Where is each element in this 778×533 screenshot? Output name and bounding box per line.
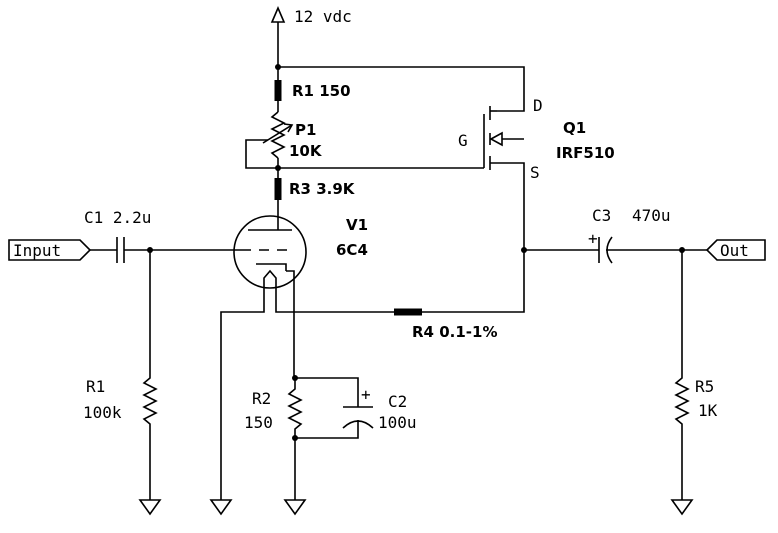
- heater-lead-right: [275, 288, 394, 313]
- c2-value-label: 100u: [378, 413, 417, 432]
- supply-label: 12 vdc: [294, 7, 352, 26]
- q1-gate-label: G: [458, 131, 468, 150]
- ground-icon: [209, 499, 233, 516]
- r3-label: R3 3.9K: [289, 180, 356, 198]
- r1-bottom-resistor: [142, 250, 158, 500]
- q1-source-stub: [490, 162, 525, 250]
- p1-arrow-head: [283, 123, 294, 133]
- p1-wiper-wire: [245, 139, 278, 169]
- r1-bottom-name-label: R1: [86, 377, 105, 396]
- output-port: [705, 239, 766, 261]
- c3-name-label: C3: [592, 206, 611, 225]
- r4-label: R4 0.1-1%: [412, 323, 497, 341]
- q1-part-label: IRF510: [556, 144, 615, 162]
- c3-plus-label: +: [588, 229, 598, 248]
- q1-name-label: Q1: [563, 119, 586, 137]
- cathode-lead: [286, 270, 295, 378]
- v1-name-label: V1: [346, 216, 368, 234]
- q1-body-arrow-icon: [489, 131, 503, 147]
- q1-source-label: S: [530, 163, 540, 182]
- heater-lead-left: [220, 288, 265, 500]
- q1-drain-label: D: [533, 96, 543, 115]
- v1-heater: [263, 269, 277, 288]
- c1-label: C1 2.2u: [84, 208, 151, 227]
- drain-wire: [278, 66, 525, 112]
- v1-cathode: [256, 263, 287, 271]
- output-label: Out: [720, 241, 749, 260]
- input-label: Input: [13, 241, 61, 260]
- r1-top-label: R1 150: [292, 82, 351, 100]
- r4-source-wire: [422, 250, 525, 313]
- r1-bottom-value-label: 100k: [83, 403, 122, 422]
- input-port: [8, 239, 92, 261]
- c2-name-label: C2: [388, 392, 407, 411]
- ground-icon: [138, 499, 162, 516]
- r2-resistor: [287, 378, 303, 500]
- c1-capacitor: [116, 237, 125, 263]
- supply-terminal-icon: [270, 5, 286, 23]
- r2-value-label: 150: [244, 413, 273, 432]
- v1-tube-envelope: [233, 215, 307, 289]
- p1-potentiometer: [270, 111, 286, 159]
- r5-name-label: R5: [695, 377, 714, 396]
- ground-icon: [670, 499, 694, 516]
- c2-plus-label: +: [361, 385, 371, 404]
- r5-value-label: 1K: [698, 401, 718, 420]
- c2-wires: [295, 377, 359, 439]
- ground-icon: [283, 499, 307, 516]
- r2-name-label: R2: [252, 389, 271, 408]
- c2-capacitor: [342, 406, 374, 429]
- v1-tube-label: 6C4: [336, 241, 368, 259]
- r5-resistor: [674, 250, 690, 500]
- c3-value-label: 470u: [632, 206, 671, 225]
- p1-name-label: P1: [295, 121, 316, 139]
- p1-value-label: 10K: [289, 142, 323, 160]
